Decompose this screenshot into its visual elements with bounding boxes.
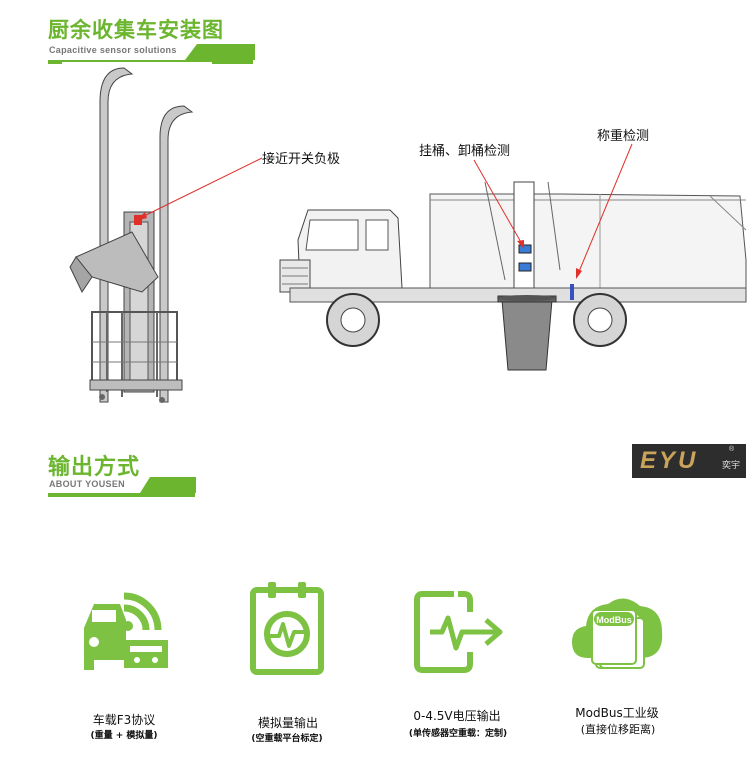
method-sub-analog: (空重载平台标定): [251, 734, 323, 744]
callout-bucket-detection: 挂桶、卸桶检测: [419, 144, 511, 159]
section-subtitle-output: ABOUT YOUSEN: [49, 479, 125, 489]
section-underline-output: [48, 493, 195, 497]
method-sub-modbus: (直接位移距离): [580, 723, 656, 736]
callout-proximity-switch: 接近开关负极: [262, 152, 341, 167]
callout-arrow-proximity: [136, 157, 263, 221]
modbus-cloud-icon: ModBus: [572, 598, 663, 669]
logo-chinese-name: 奕宇: [722, 461, 741, 471]
voltage-output-icon: [414, 591, 503, 673]
callout-arrow-weighing: [576, 143, 633, 279]
eyu-brand-logo: EYU ® 奕宇: [632, 444, 746, 478]
section-underline-accent: [185, 44, 255, 60]
section-title-install: 厨余收集车安装图: [48, 18, 224, 42]
section-title-output: 输出方式: [48, 455, 141, 480]
vehicle-signal-icon: [84, 592, 168, 670]
analog-monitor-icon: [250, 582, 324, 675]
method-label-analog: 模拟量输出: [257, 716, 318, 730]
method-sub-f3: (重量 + 模拟量): [90, 731, 158, 741]
section-underline-output-accent: [140, 477, 196, 493]
lifter-mechanism-illustration: [62, 62, 212, 412]
method-label-f3: 车载F3协议: [92, 713, 156, 727]
method-label-modbus: ModBus工业级: [575, 706, 659, 720]
callout-weighing-detection: 称重检测: [597, 129, 650, 144]
method-label-voltage: 0-4.5V电压输出: [413, 709, 501, 723]
method-sub-voltage: (单传感器空重载：定制): [408, 729, 508, 739]
logo-wordmark: EYU: [640, 447, 699, 474]
modbus-badge-text: ModBus: [596, 615, 632, 625]
section-subtitle-install: Capacitive sensor solutions: [49, 45, 177, 55]
logo-registered-mark: ®: [729, 446, 735, 453]
callout-arrow-bucket: [473, 159, 524, 249]
garbage-truck-illustration: [279, 181, 747, 371]
